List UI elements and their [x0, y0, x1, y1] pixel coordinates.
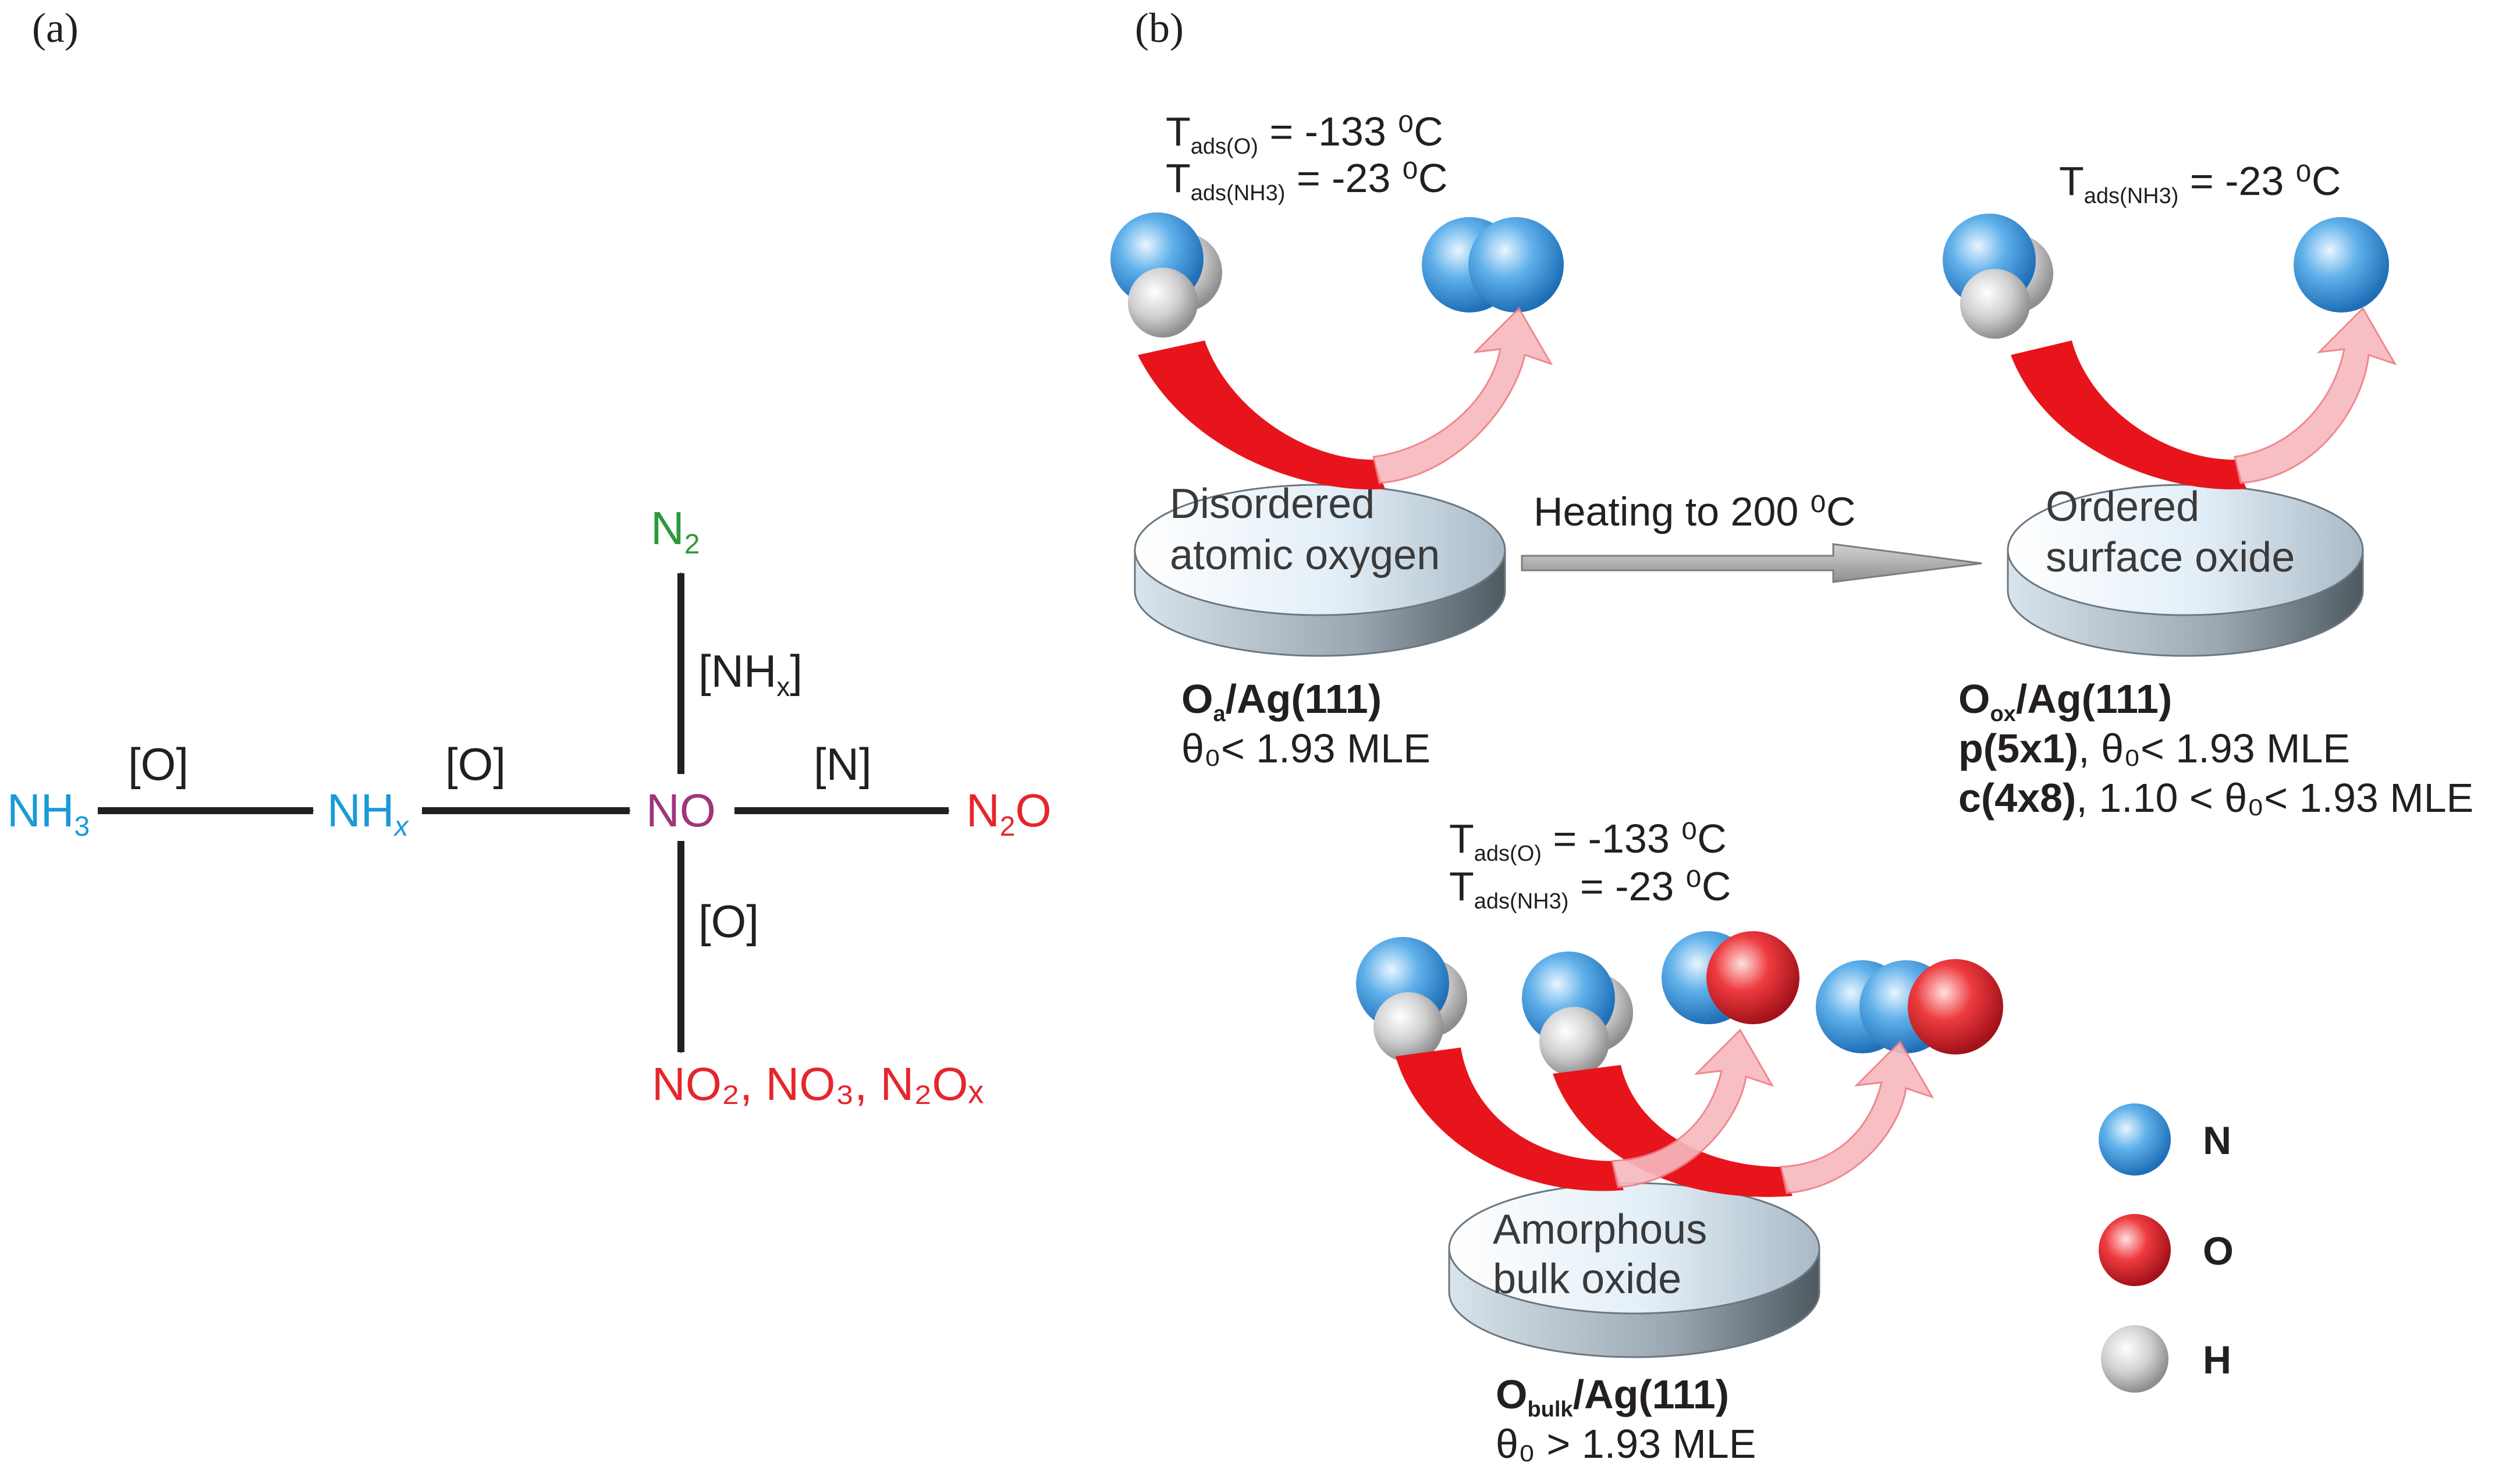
species-nh3: NH3	[7, 784, 90, 842]
oa-product-n-atom	[1468, 217, 1564, 313]
bulk-disk-label-2: bulk oxide	[1493, 1256, 1681, 1302]
bulk-product-n2o-o-atom	[1908, 959, 2003, 1055]
ox-name: Oox/Ag(111)	[1958, 676, 2172, 726]
panel-b-label: (b)	[1135, 5, 1184, 51]
oa-reactant-h-atom	[1128, 268, 1198, 338]
bulk-product-no-o-atom	[1706, 931, 1799, 1024]
label-nhx-to-no: [O]	[445, 739, 506, 790]
bulk-reactant2-h-atom	[1539, 1007, 1609, 1077]
bulk-temp-o: Tads(O) = -133 ⁰C	[1449, 816, 1727, 866]
ox-reactant-h-atom	[1960, 269, 2030, 339]
oa-incoming-arrow	[1138, 340, 1385, 489]
oa-disk-label-1: Disordered	[1170, 481, 1375, 527]
legend-n-icon	[2099, 1103, 2171, 1176]
ox-line-1: p(5x1), θ₀< 1.93 MLE	[1958, 726, 2350, 771]
label-no-to-products: [O]	[698, 896, 759, 947]
panel-a: (a) [O] [O] [N] [NHx] [O] NH3 NHx NO N2 …	[7, 5, 1052, 1110]
bulk-outgoing-arrow-2	[1780, 1040, 1935, 1194]
legend-h-label: H	[2203, 1338, 2231, 1382]
bulk-temp-nh3: Tads(NH3) = -23 ⁰C	[1449, 864, 1731, 914]
species-n2: N2	[651, 502, 700, 560]
oa-temp-nh3: Tads(NH3) = -23 ⁰C	[1166, 155, 1447, 205]
label-no-to-n2o: [N]	[814, 739, 872, 790]
panel-a-label: (a)	[32, 5, 79, 51]
oa-coverage: θ₀< 1.93 MLE	[1181, 726, 1431, 771]
bulk-outgoing-arrow-1	[1611, 1028, 1774, 1188]
species-no: NO	[646, 784, 716, 836]
disk-bulk-group: Tads(O) = -133 ⁰C Tads(NH3) = -23 ⁰C Amo…	[1356, 816, 2003, 1467]
ox-temp-nh3: Tads(NH3) = -23 ⁰C	[2059, 158, 2341, 208]
ox-disk-label-1: Ordered	[2046, 484, 2199, 530]
oa-temp-o: Tads(O) = -133 ⁰C	[1166, 109, 1443, 159]
oa-disk-top	[1134, 484, 1506, 616]
bulk-name: Obulk/Ag(111)	[1496, 1372, 1729, 1422]
atom-legend: N O H	[2099, 1103, 2234, 1393]
heating-label: Heating to 200 ⁰C	[1534, 489, 1855, 534]
oa-name: Oa/Ag(111)	[1181, 676, 1382, 726]
bulk-reactant1-h-atom	[1373, 992, 1443, 1062]
ox-product-n-atom	[2294, 217, 2389, 313]
legend-n-label: N	[2203, 1119, 2231, 1163]
label-nh3-to-nhx: [O]	[128, 739, 189, 790]
oa-outgoing-arrow	[1372, 307, 1553, 484]
panel-b: (b) Tads(O) = -133 ⁰C Tads(NH3) = -23 ⁰C…	[1110, 5, 2473, 1467]
ox-outgoing-arrow	[2234, 307, 2397, 484]
oa-disk-label-2: atomic oxygen	[1170, 532, 1440, 578]
legend-o-label: O	[2203, 1229, 2234, 1273]
species-n2o: N2O	[966, 784, 1052, 842]
label-no-to-n2: [NHx]	[698, 645, 803, 702]
disk-ox-group: Tads(NH3) = -23 ⁰C Ordered surface oxide…	[1943, 158, 2473, 821]
ox-line-2: c(4x8), 1.10 < θ₀< 1.93 MLE	[1958, 775, 2473, 821]
species-nhx: NHx	[327, 784, 410, 842]
legend-h-icon	[2101, 1325, 2168, 1393]
ox-disk-top	[2007, 484, 2364, 616]
species-products: NO₂, NO₃, N₂Oₓ	[652, 1058, 984, 1110]
legend-o-icon	[2099, 1214, 2171, 1286]
bulk-coverage: θ₀ > 1.93 MLE	[1496, 1421, 1756, 1467]
ox-disk-label-2: surface oxide	[2046, 534, 2295, 581]
heating-arrow	[1521, 543, 1982, 583]
bulk-disk-label-1: Amorphous	[1493, 1206, 1707, 1253]
disk-oa-group: Tads(O) = -133 ⁰C Tads(NH3) = -23 ⁰C Dis…	[1110, 109, 1564, 771]
bulk-incoming-arrow-2	[1553, 1065, 1793, 1197]
bulk-incoming-arrow-1	[1396, 1048, 1624, 1191]
ox-incoming-arrow	[2011, 340, 2246, 489]
